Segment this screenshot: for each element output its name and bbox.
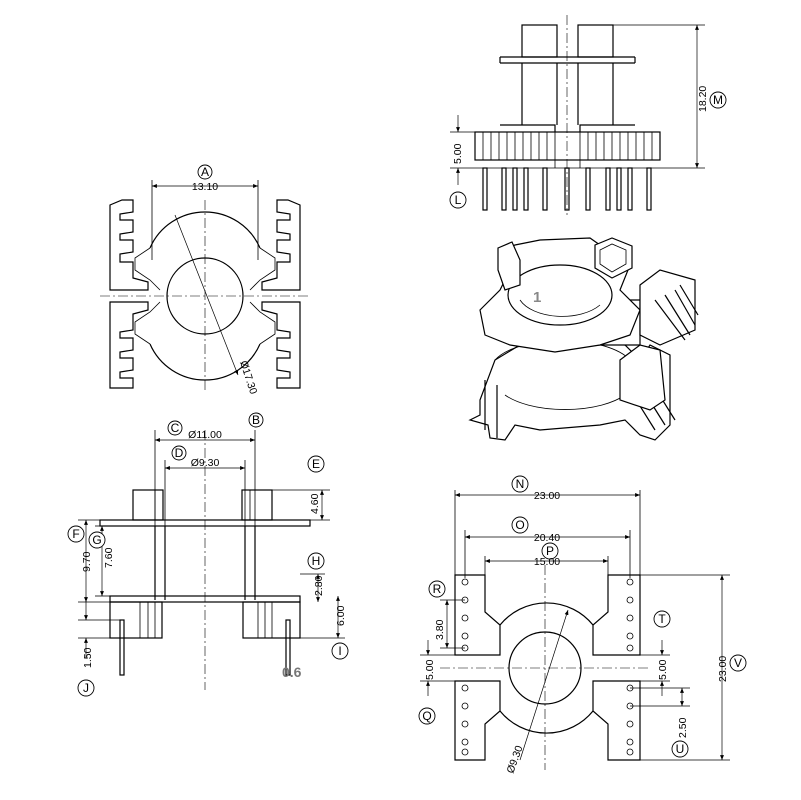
label-V: V bbox=[734, 656, 742, 670]
dim-P: 15.00 bbox=[534, 556, 560, 568]
dim-M: 18.20 bbox=[697, 86, 709, 112]
pin-diameter-note: 0.6 bbox=[282, 664, 302, 680]
label-R: R bbox=[433, 582, 442, 596]
dim-core: Ø9.30 bbox=[505, 744, 526, 775]
dim-B: Ø17.30 bbox=[237, 359, 259, 396]
label-C: C bbox=[171, 421, 180, 435]
dim-R: 3.80 bbox=[434, 619, 446, 640]
label-L: L bbox=[455, 193, 462, 207]
iso-marker: 1 bbox=[533, 289, 541, 306]
label-T: T bbox=[658, 612, 666, 626]
dim-C: Ø11.00 bbox=[188, 429, 222, 441]
label-U: U bbox=[676, 742, 685, 756]
dim-E: 4.60 bbox=[309, 493, 321, 514]
label-Q: Q bbox=[422, 709, 431, 723]
dim-T: 5.00 bbox=[657, 659, 669, 680]
dim-D: Ø9.30 bbox=[191, 457, 220, 469]
label-B: B bbox=[252, 413, 260, 427]
label-A: A bbox=[201, 165, 209, 179]
dim-O: 20.40 bbox=[534, 532, 560, 544]
label-H: H bbox=[312, 554, 321, 568]
dim-G: 7.60 bbox=[103, 547, 115, 568]
label-G: G bbox=[92, 533, 101, 547]
top-view: A 13.10 Ø17.30 B bbox=[100, 164, 310, 428]
label-O: O bbox=[515, 518, 524, 532]
label-M: M bbox=[713, 93, 723, 107]
dim-V: 23.00 bbox=[717, 656, 729, 682]
dim-L: 5.00 bbox=[452, 143, 464, 164]
label-I: I bbox=[338, 644, 341, 658]
label-E: E bbox=[312, 457, 320, 471]
dim-U: 2.50 bbox=[677, 717, 689, 738]
isometric-view: 1 bbox=[468, 237, 699, 441]
label-D: D bbox=[175, 446, 184, 460]
dim-J: 1.50 bbox=[82, 647, 94, 668]
dim-I: 6.00 bbox=[335, 605, 347, 626]
bottom-view: Ø9.30 N 23.00 O 20.40 P 15.00 3.80 R 5. bbox=[418, 475, 747, 775]
dim-N: 23.00 bbox=[534, 490, 560, 502]
label-J: J bbox=[83, 681, 89, 695]
dim-S: 5.00 bbox=[424, 659, 436, 680]
dim-F: 9.70 bbox=[81, 551, 93, 572]
side-view: C Ø11.00 D Ø9.30 4.60 E 9.70 7.60 F G 2.… bbox=[67, 420, 349, 697]
label-P: P bbox=[546, 544, 554, 558]
dim-A: 13.10 bbox=[192, 181, 218, 193]
front-view: 18.20 M 5.00 L bbox=[449, 15, 727, 215]
dim-H: 2.80 bbox=[313, 575, 325, 596]
label-F: F bbox=[72, 527, 79, 541]
label-N: N bbox=[516, 477, 525, 491]
